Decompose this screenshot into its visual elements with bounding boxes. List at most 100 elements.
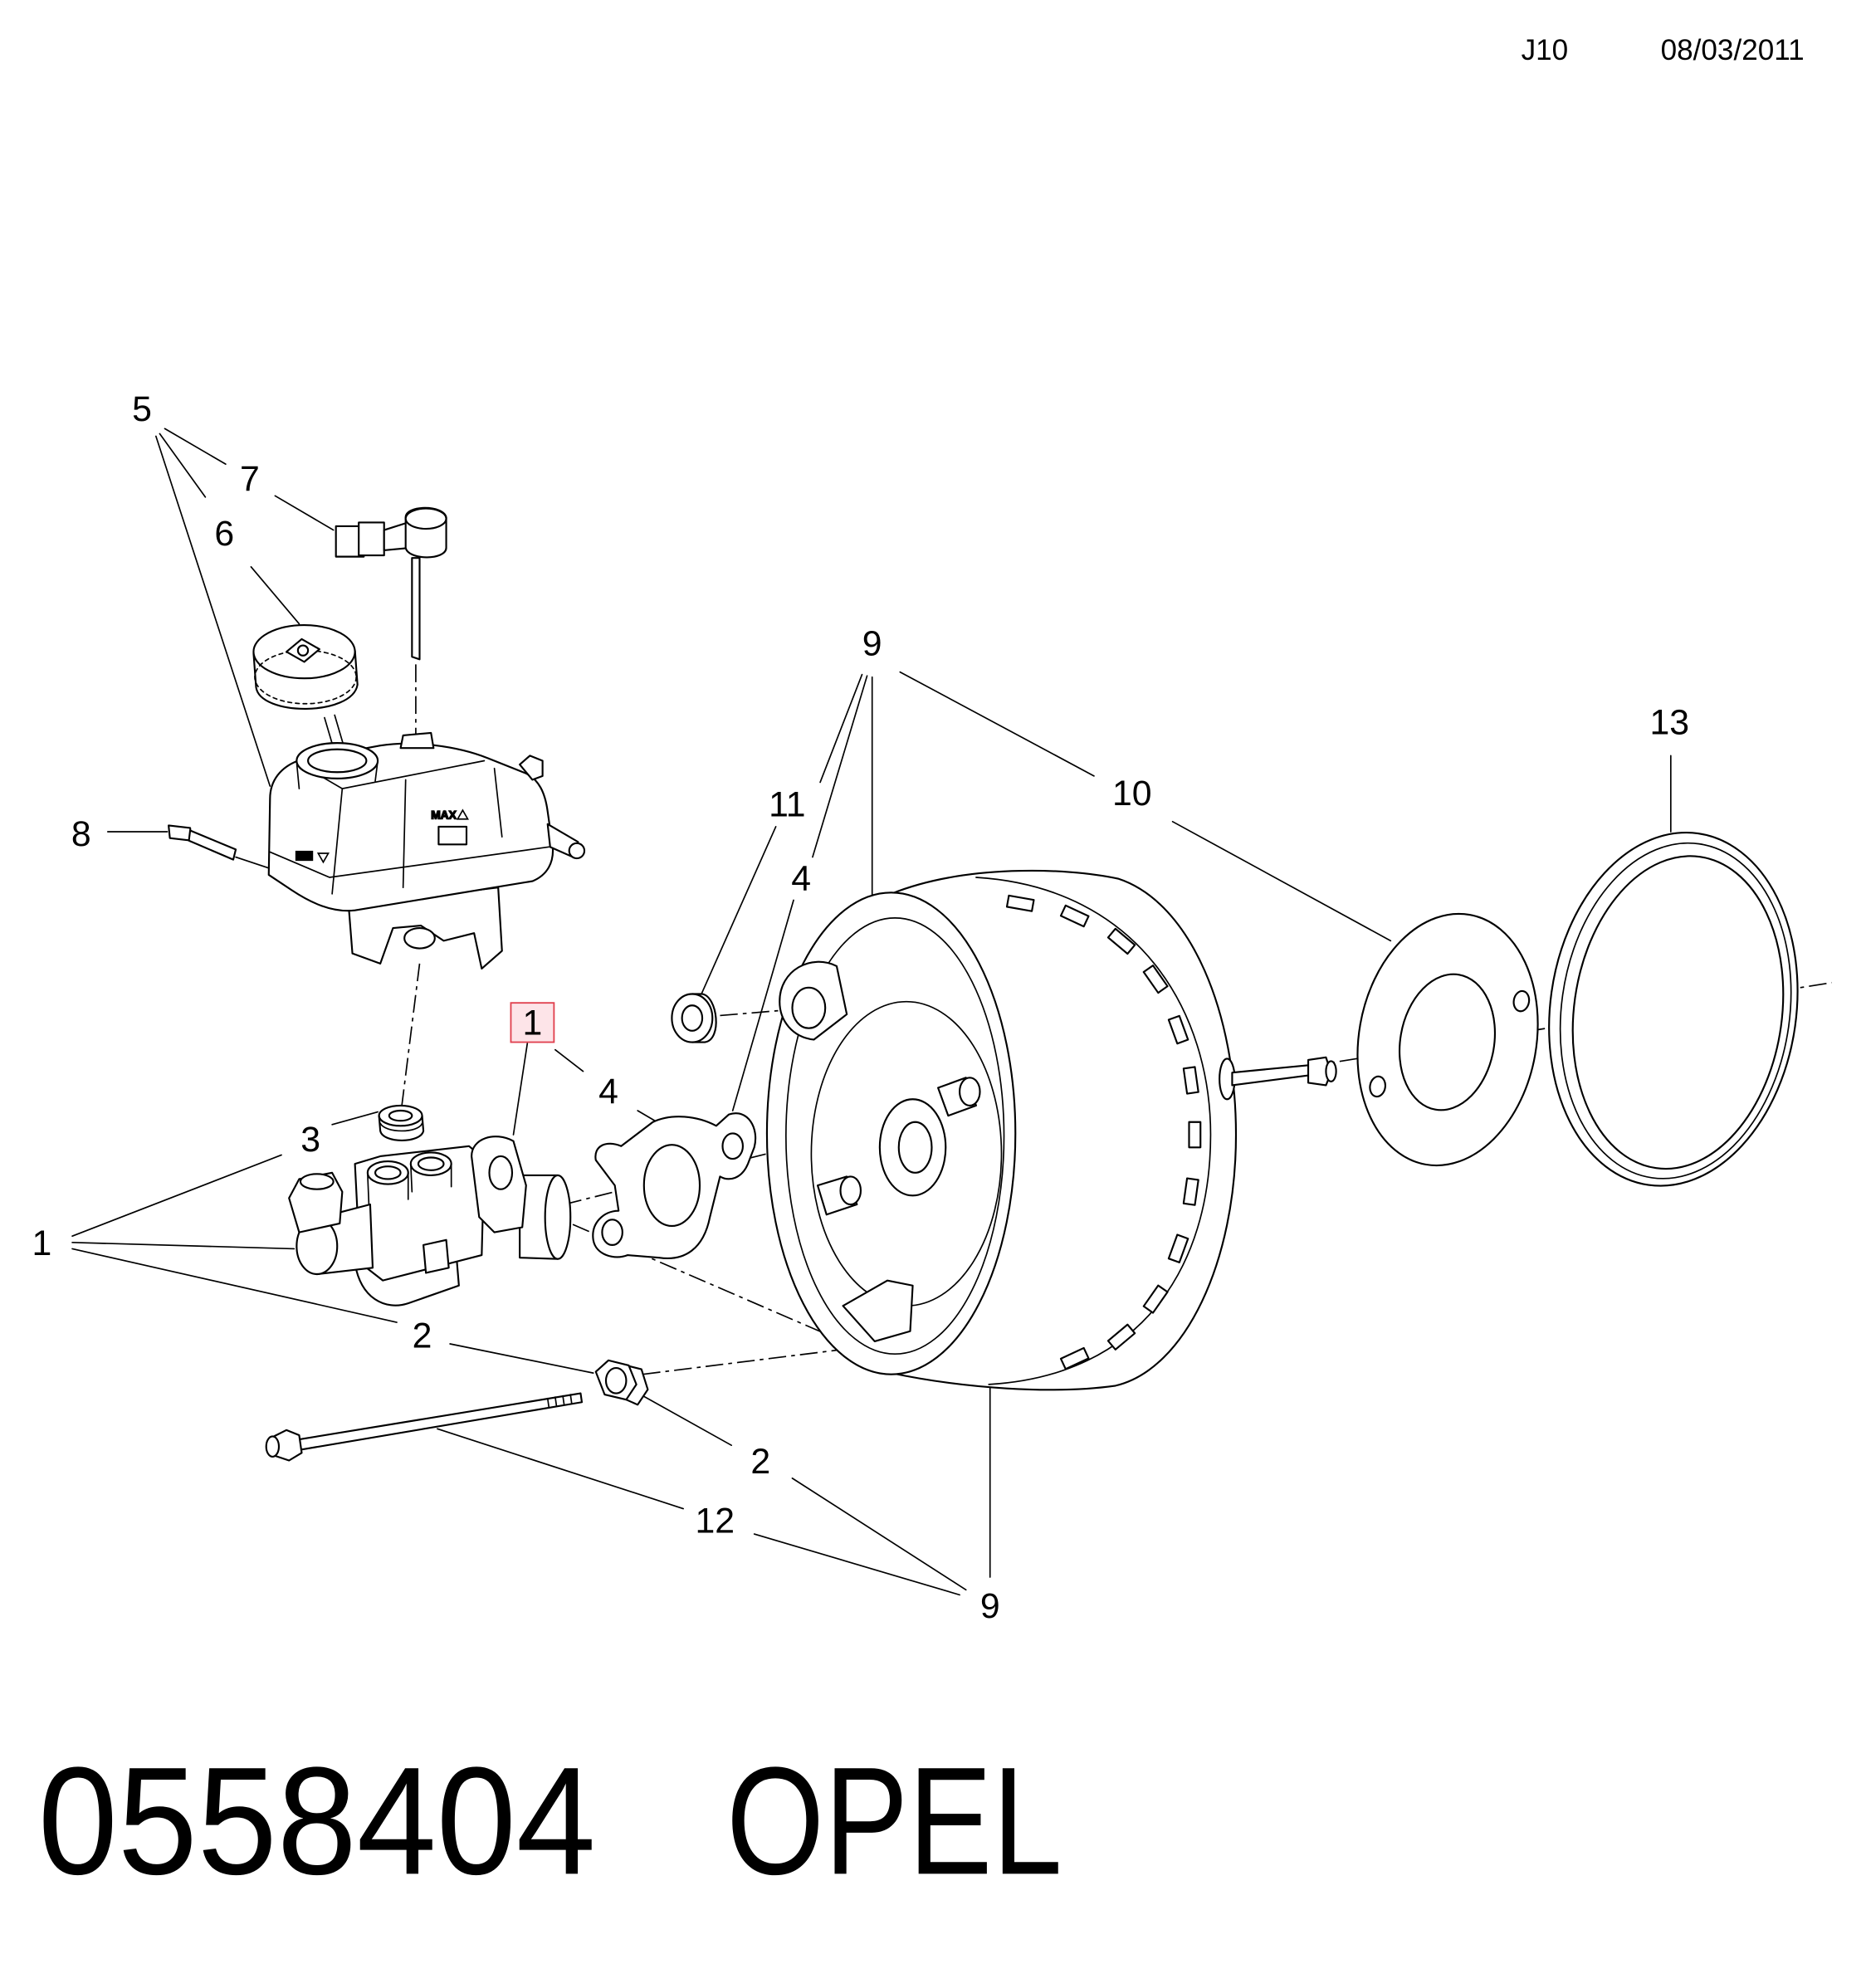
booster-rib [1167,1014,1189,1045]
plate-bolt-hole-lower [1369,1075,1386,1098]
sensor-probe [411,557,421,661]
level-sensor [335,506,447,661]
cylinder-reservoir-port-primary-bore [374,1165,402,1180]
leader-8-tail [235,856,275,871]
callout-12: 12 [696,1502,735,1541]
booster-rib [1167,1233,1189,1263]
callout-5: 5 [132,389,152,429]
cylinder-reservoir-port-secondary-bore [417,1156,445,1171]
pipe-tube [293,1392,584,1452]
leader-12-to-9 [753,1533,960,1596]
brake-fluid-reservoir: MAX [267,731,586,970]
pipe-fitting-end [265,1435,281,1458]
part-number: 0558404 [38,1736,596,1907]
callout-1-highlighted: 1 [523,1003,543,1043]
brake-booster [765,869,1337,1391]
master-cylinder [288,1136,572,1307]
leader-4-top [731,899,794,1111]
leader-5-to-7 [164,427,227,465]
leader-1-to-3 [71,1154,282,1238]
booster-ribs [1005,894,1202,1370]
cylinder-flange-hole [488,1155,514,1190]
leader-3 [331,1111,379,1126]
ring-inner [1571,855,1785,1170]
reservoir-label-plate [437,825,468,846]
leader-2-lower-to-9 [791,1478,967,1591]
cylinder-port-top [299,1173,335,1190]
plate-center-hole [1398,973,1497,1111]
booster-rib [1106,1323,1136,1351]
callout-9-bottom: 9 [980,1586,1000,1626]
cylinder-tab [423,1238,450,1274]
booster-spacer-plate [1356,912,1539,1167]
leader-1-highlighted [512,1043,529,1136]
booster-rib [1188,1121,1202,1149]
washer-hole [681,1004,704,1032]
booster-rib [1059,1346,1090,1370]
min-mark [295,850,314,862]
booster-rib [1142,1284,1169,1314]
reservoir-hose-end [568,842,586,860]
booster-rib [1182,1177,1199,1206]
callout-highlight-box [510,1002,555,1043]
reservoir-panel [402,767,503,889]
nut-bore [604,1366,628,1395]
diagram-date: 08/03/2011 [1661,34,1805,66]
leader-9-to-11 [819,673,863,784]
sensor-head-cap [404,507,447,530]
callout-2-lower: 2 [750,1442,770,1482]
sealing-ring [1548,832,1799,1187]
booster-rib [1142,965,1169,994]
reservoir-max-label: MAX [431,809,457,822]
leader-2-lower-to-nut [633,1390,733,1447]
callout-4-top: 4 [791,858,811,898]
reservoir-bracket [519,755,544,781]
leader-5-to-6 [159,432,207,498]
gasket-bolt-hole-lower [601,1219,623,1246]
pipe-thread [546,1394,573,1409]
reservoir-outlet [403,927,436,950]
reservoir-sensor-port [399,731,435,750]
pin-head [168,824,193,842]
min-triangle-icon [316,852,330,864]
booster-rib [1005,894,1035,912]
pin-shaft [188,829,237,861]
leader-1-to-cylinder [71,1241,296,1250]
brand-name: OPEL [726,1736,1062,1907]
callout-7: 7 [240,459,260,499]
booster-pushrod [1231,1063,1312,1087]
callout-4: 4 [598,1072,618,1111]
callout-11: 11 [769,785,805,825]
plate-bolt-hole-upper [1512,989,1531,1013]
booster-center-bore [897,1121,933,1174]
callout-13: 13 [1650,702,1690,742]
booster-stud-lower-end [839,1175,862,1206]
callout-3: 3 [300,1120,320,1160]
cylinder-rear-face [544,1174,572,1260]
reservoir-neck-opening [307,748,368,774]
cap-center-hole [296,644,310,657]
leader-2-upper [449,1343,594,1374]
booster-rib [1182,1066,1199,1095]
brake-pipe [265,1392,584,1462]
booster-gasket [592,1112,757,1259]
booster-rib [1059,904,1090,928]
leader-11 [699,826,777,999]
leader-9-to-4 [812,675,868,858]
leader-6 [250,566,300,625]
leader-12-to-pipe [437,1428,684,1510]
washer [671,993,717,1043]
leader-lines [71,427,1672,1596]
gasket-bolt-hole-upper [721,1132,744,1160]
max-triangle-icon [456,808,469,820]
reservoir-cap [252,624,359,762]
callout-2-upper: 2 [413,1316,432,1356]
leader-1-highlighted-to-4 [554,1048,584,1072]
leader-5-to-reservoir [155,435,271,787]
booster-lower-lug [842,1279,914,1343]
callout-8: 8 [71,814,91,854]
booster-rib [1106,927,1136,955]
centerline-nut-to-booster [642,1348,848,1375]
reservoir-seal [378,1104,425,1141]
